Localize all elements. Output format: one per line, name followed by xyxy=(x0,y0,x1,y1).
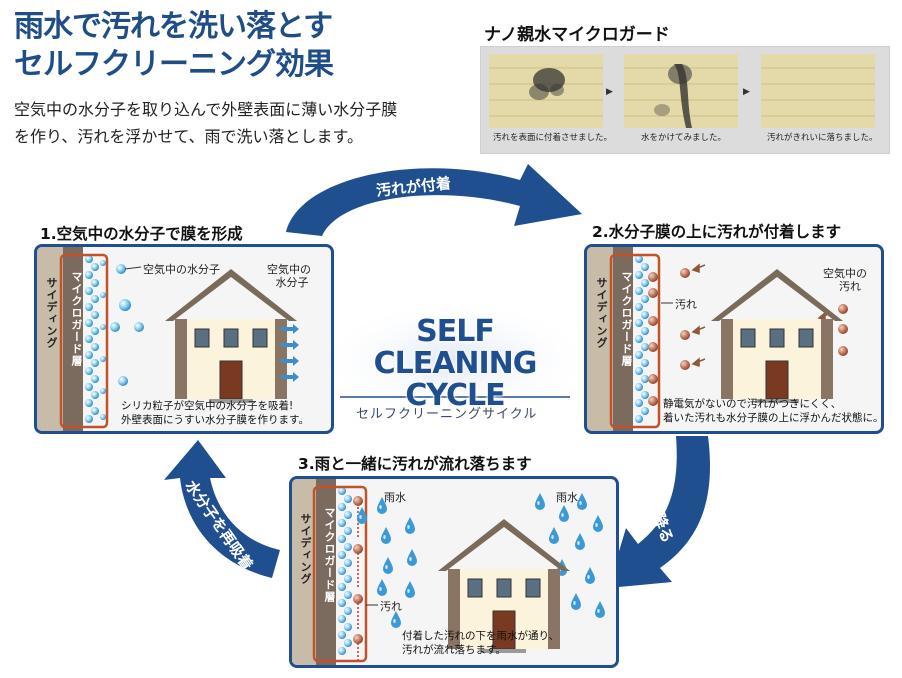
step-3-note-1: 付着した汚れの下を雨水が通り、 xyxy=(402,630,560,642)
self-cleaning-logo: SELF CLEANING CYCLE xyxy=(340,316,570,412)
step-3-note: 付着した汚れの下を雨水が通り、 汚れが流れ落ちます。 xyxy=(402,629,559,657)
step-1-note-2: 外壁表面にうすい水分子膜を作ります。 xyxy=(121,414,309,426)
step-2-title: 2.水分子膜の上に汚れが付着します xyxy=(592,223,842,241)
arrow-right-icon: ▶ xyxy=(606,87,613,97)
photo-washing xyxy=(624,54,738,128)
page-title: 雨水で汚れを洗い落とす セルフクリーニング効果 xyxy=(14,8,334,84)
step-2-dirt-label: 汚れ xyxy=(675,298,697,311)
step-1-siding-label: サイディング xyxy=(45,277,58,349)
photo-clean xyxy=(761,54,875,128)
nano-title: ナノ親水マイクロガード xyxy=(484,25,670,45)
step-3-siding-label: サイディング xyxy=(299,513,312,585)
step-2-layer-label: マイクロガード層 xyxy=(620,271,633,367)
title-line-2: セルフクリーニング効果 xyxy=(14,47,334,82)
step-2-note-1: 静電気がないので汚れがつきにくく、 xyxy=(663,398,842,410)
step-1-note: シリカ粒子が空気中の水分子を吸着! 外壁表面にうすい水分子膜を作ります。 xyxy=(121,399,309,427)
photo-stained xyxy=(489,54,603,128)
step-1-air-label: 空気中の 水分子 xyxy=(267,263,311,289)
photo-caption-3: 汚れがきれいに落ちました。 xyxy=(767,133,878,143)
step-1-air-label-1: 空気中の xyxy=(267,263,311,276)
nano-photo-strip: ▶ ▶ 汚れを表面に付着させました。 水をかけてみました。 汚れがきれいに落ちま… xyxy=(480,46,890,154)
step-1-layer-label: マイクロガード層 xyxy=(70,271,83,367)
photo-caption-1: 汚れを表面に付着させました。 xyxy=(493,133,613,143)
step-2-air-label: 空気中の 汚れ xyxy=(823,267,867,293)
step-3-panel: マイクロガード層 サイディング 雨水 雨水 汚れ 付着した汚れの下を雨水が通り、… xyxy=(289,476,619,668)
step-2-air-label-1: 空気中の xyxy=(823,267,867,280)
photo-caption-2: 水をかけてみました。 xyxy=(641,133,727,143)
step-1-molecule-label: 空気中の水分子 xyxy=(143,263,220,276)
step-2-air-label-2: 汚れ xyxy=(839,280,861,293)
arrow-right-icon: ▶ xyxy=(743,87,750,97)
step-2-note-2: 着いた汚れも水分子膜の上に浮かんだ状態に。 xyxy=(663,412,884,424)
step-1-title: 1.空気中の水分子で膜を形成 xyxy=(40,225,243,243)
center-subtitle: セルフクリーニングサイクル xyxy=(356,407,538,422)
description: 空気中の水分子を取り込んで外壁表面に薄い水分子膜 を作り、汚れを浮かせて、雨で洗… xyxy=(14,96,484,150)
step-2-siding-label: サイディング xyxy=(595,277,608,349)
logo-line-2: CYCLE xyxy=(405,378,505,413)
step-1-air-label-2: 水分子 xyxy=(275,276,309,289)
description-line-1: 空気中の水分子を取り込んで外壁表面に薄い水分子膜 xyxy=(14,100,398,119)
step-2-panel: マイクロガード層 サイディング 汚れ 空気中の 汚れ 静電気がないので汚れがつき… xyxy=(584,244,884,434)
step-3-dirt-label: 汚れ xyxy=(380,600,402,613)
description-line-2: を作り、汚れを浮かせて、雨で洗い落とします。 xyxy=(14,127,363,146)
step-3-note-2: 汚れが流れ落ちます。 xyxy=(402,644,506,656)
title-line-1: 雨水で汚れを洗い落とす xyxy=(14,9,333,44)
step-3-rain-label-1: 雨水 xyxy=(384,491,406,504)
step-3-rain-label-2: 雨水 xyxy=(556,491,578,504)
logo-line-1: SELF CLEANING xyxy=(373,314,538,381)
step-2-note: 静電気がないので汚れがつきにくく、 着いた汚れも水分子膜の上に浮かんだ状態に。 xyxy=(663,397,884,425)
step-1-panel: マイクロガード層 サイディング 空気中の水分子 空気中の 水分子 シリカ粒子が空… xyxy=(34,244,334,434)
step-3-title: 3.雨と一緒に汚れが流れ落ちます xyxy=(298,455,532,473)
step-1-note-1: シリカ粒子が空気中の水分子を吸着! xyxy=(121,400,294,412)
step-3-layer-label: マイクロガード層 xyxy=(323,507,336,603)
